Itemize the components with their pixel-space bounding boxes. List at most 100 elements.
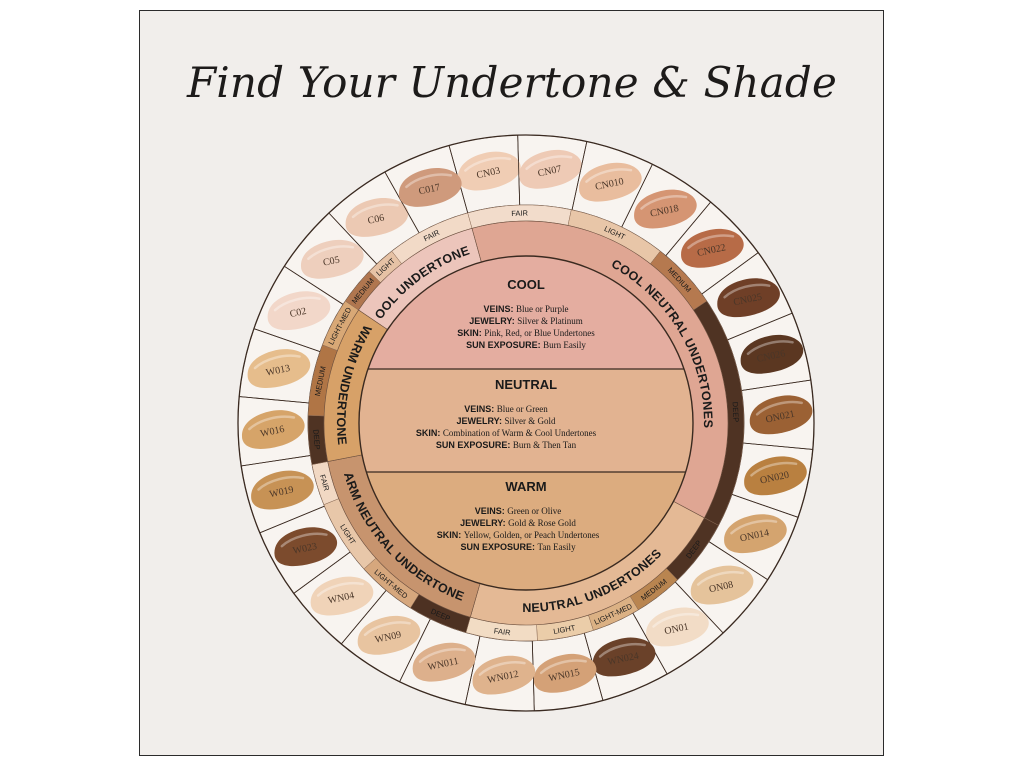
swatch-smear — [301, 239, 364, 279]
shade-swatch[interactable]: ON014 — [720, 509, 790, 558]
shade-swatch[interactable]: CN025 — [713, 273, 783, 322]
shade-swatch[interactable]: ON01 — [642, 602, 712, 651]
shade-swatch[interactable]: WN011 — [409, 637, 479, 686]
shade-swatch[interactable]: WN015 — [530, 649, 600, 698]
swatch-highlight — [418, 648, 466, 663]
swatch-smear — [724, 514, 787, 554]
swatch-smear — [247, 349, 311, 388]
shade-swatch[interactable]: W016 — [238, 405, 308, 454]
shade-code: C017 — [418, 182, 441, 197]
swatch-highlight — [248, 415, 296, 431]
swatch-smear — [744, 456, 807, 496]
swatch-highlight — [652, 612, 700, 628]
swatch-highlight — [478, 661, 526, 676]
swatch-highlight — [273, 296, 321, 312]
shade-code: W023 — [292, 541, 318, 557]
swatch-highlight — [316, 582, 364, 597]
shade-swatch[interactable]: W013 — [243, 344, 313, 393]
swatch-smear — [267, 291, 331, 331]
shade-swatch[interactable]: CN022 — [677, 224, 747, 273]
neutral-trait: JEWELRY: Silver & Gold — [456, 416, 556, 426]
shade-swatch[interactable]: C05 — [297, 235, 367, 284]
shade-swatch[interactable]: WN012 — [468, 650, 538, 699]
shade-code: CN03 — [476, 165, 502, 181]
shade-swatch[interactable]: ON021 — [746, 390, 816, 439]
swatch-smear — [242, 410, 305, 449]
swatch-smear — [412, 642, 476, 682]
shade-code: CN07 — [537, 164, 563, 180]
swatch-smear — [740, 334, 804, 374]
depth-label: DEEP — [311, 429, 322, 450]
swatch-smear — [592, 637, 656, 677]
swatch-highlight — [464, 157, 512, 172]
depth-label: FAIR — [493, 626, 511, 637]
swatch-smear — [458, 151, 521, 191]
shade-code: C06 — [367, 213, 386, 227]
shade-swatch[interactable]: CN07 — [515, 145, 585, 194]
shade-swatch[interactable]: WN09 — [354, 611, 424, 660]
swatch-highlight — [525, 155, 573, 171]
shade-code: C05 — [322, 254, 341, 268]
shade-swatch[interactable]: CN018 — [630, 184, 700, 233]
shade-code: C02 — [289, 306, 308, 320]
swatch-highlight — [687, 234, 735, 250]
shade-code: W016 — [259, 424, 285, 440]
page-title: Find Your Undertone & Shade — [186, 58, 838, 107]
swatch-highlight — [257, 476, 305, 491]
swatch-smear — [472, 655, 536, 695]
shade-swatch[interactable]: WN024 — [589, 632, 659, 681]
swatch-smear — [399, 167, 462, 207]
shade-swatch-ring: CN03 CN07 CN010CN018CN022CN025CN026ON021ON… — [237, 134, 816, 712]
depth-label: FAIR — [511, 208, 529, 218]
warm-heading: WARM — [505, 479, 546, 494]
shade-swatch[interactable]: C02 — [263, 286, 333, 335]
swatch-smear — [749, 395, 813, 435]
swatch-highlight — [363, 621, 411, 637]
shade-code: W019 — [268, 484, 294, 500]
shade-swatch[interactable]: C017 — [395, 163, 465, 212]
shade-code: WN09 — [374, 629, 402, 645]
swatch-highlight — [723, 283, 771, 299]
warm-trait: VEINS: Green or Olive — [475, 506, 562, 516]
neutral-trait: VEINS: Blue or Green — [464, 404, 548, 414]
neutral-heading: NEUTRAL — [495, 377, 557, 392]
swatch-smear — [717, 278, 780, 318]
swatch-highlight — [585, 168, 633, 183]
neutral-trait: SUN EXPOSURE: Burn & Then Tan — [436, 440, 577, 450]
cool-heading: COOL — [507, 277, 545, 292]
shade-swatch[interactable]: CN010 — [575, 157, 645, 206]
swatch-smear — [251, 470, 314, 510]
depth-label: LIGHT — [553, 623, 577, 636]
swatch-smear — [690, 565, 754, 605]
swatch-smear — [634, 189, 697, 229]
swatch-highlight — [598, 642, 646, 658]
swatch-highlight — [696, 571, 744, 586]
shade-swatch[interactable]: ON08 — [687, 560, 757, 609]
swatch-smear — [274, 527, 338, 567]
shade-swatch[interactable]: CN03 — [454, 146, 524, 195]
cool-trait: VEINS: Blue or Purple — [483, 304, 568, 314]
shade-code: WN04 — [327, 590, 355, 606]
swatch-smear — [357, 615, 421, 655]
shade-code: W013 — [265, 363, 291, 379]
shade-swatch[interactable]: W023 — [270, 522, 340, 571]
cool-trait: JEWELRY: Silver & Platinum — [469, 316, 583, 326]
neutral-band — [359, 369, 693, 472]
warm-trait: SUN EXPOSURE: Tan Easily — [460, 542, 576, 552]
swatch-highlight — [755, 400, 803, 416]
swatch-smear — [519, 149, 582, 189]
swatch-smear — [681, 228, 744, 268]
swatch-smear — [646, 607, 709, 647]
warm-trait: SKIN: Yellow, Golden, or Peach Undertone… — [437, 530, 600, 540]
shade-swatch[interactable]: C06 — [341, 193, 411, 242]
depth-label: DEEP — [731, 402, 741, 423]
neutral-trait: SKIN: Combination of Warm & Cool Underto… — [416, 428, 597, 438]
shade-swatch[interactable]: WN04 — [307, 571, 377, 620]
shade-swatch[interactable]: ON020 — [740, 451, 810, 500]
cool-trait: SKIN: Pink, Red, or Blue Undertones — [457, 328, 595, 338]
shade-swatch[interactable]: CN026 — [736, 330, 806, 379]
shade-swatch[interactable]: W019 — [247, 465, 317, 514]
swatch-highlight — [253, 354, 301, 370]
